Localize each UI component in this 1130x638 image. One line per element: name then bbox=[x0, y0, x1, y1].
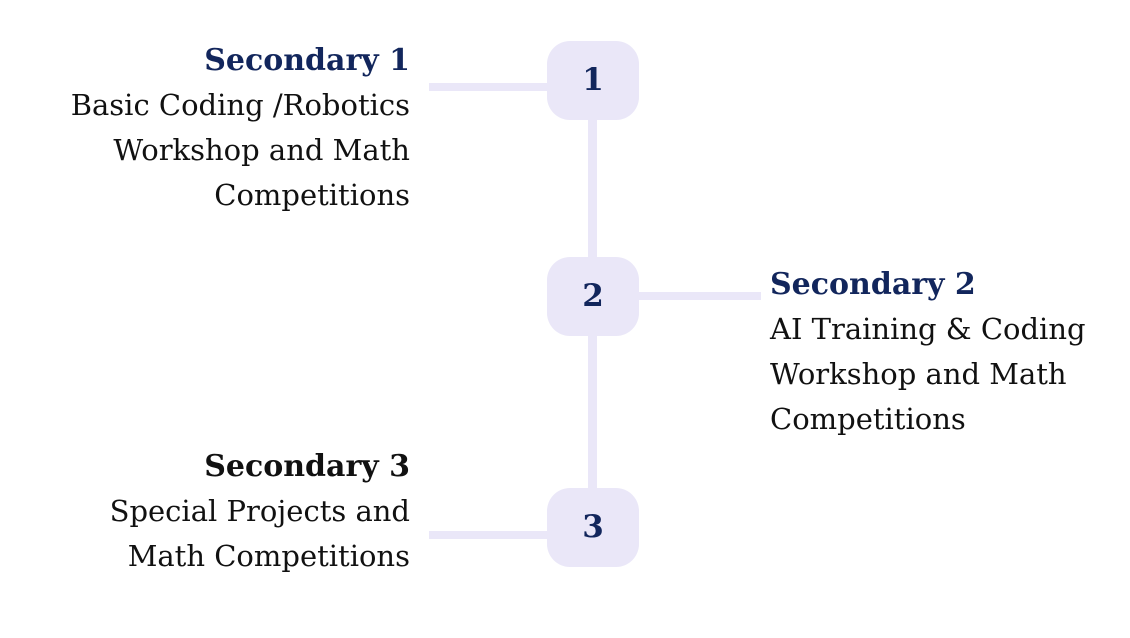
connector-horizontal-node2 bbox=[634, 292, 761, 300]
timeline-item-3-description: Special Projects and Math Competitions bbox=[109, 494, 410, 573]
connector-vertical-node2-node3 bbox=[588, 328, 597, 498]
timeline-item-1-title: Secondary 1 bbox=[204, 43, 410, 78]
timeline-node-2: 2 bbox=[547, 257, 639, 336]
timeline-item-secondary-2: Secondary 2 AI Training & Coding Worksho… bbox=[770, 262, 1110, 442]
node-2-number: 2 bbox=[582, 278, 604, 314]
timeline-item-2-title: Secondary 2 bbox=[770, 267, 976, 302]
timeline-item-secondary-3: Secondary 3 Special Projects and Math Co… bbox=[30, 444, 410, 579]
connector-horizontal-node3 bbox=[429, 531, 554, 539]
timeline-node-1: 1 bbox=[547, 41, 639, 120]
timeline-node-3: 3 bbox=[547, 488, 639, 567]
timeline-item-1-description: Basic Coding /Robotics Workshop and Math… bbox=[70, 88, 410, 212]
timeline-item-2-description: AI Training & Coding Workshop and Math C… bbox=[770, 312, 1086, 436]
timeline-item-secondary-1: Secondary 1 Basic Coding /Robotics Works… bbox=[30, 38, 410, 218]
node-1-number: 1 bbox=[582, 62, 604, 98]
timeline-item-3-title: Secondary 3 bbox=[204, 449, 410, 484]
node-3-number: 3 bbox=[582, 509, 604, 545]
connector-horizontal-node1 bbox=[429, 83, 554, 91]
connector-vertical-node1-node2 bbox=[588, 110, 597, 268]
